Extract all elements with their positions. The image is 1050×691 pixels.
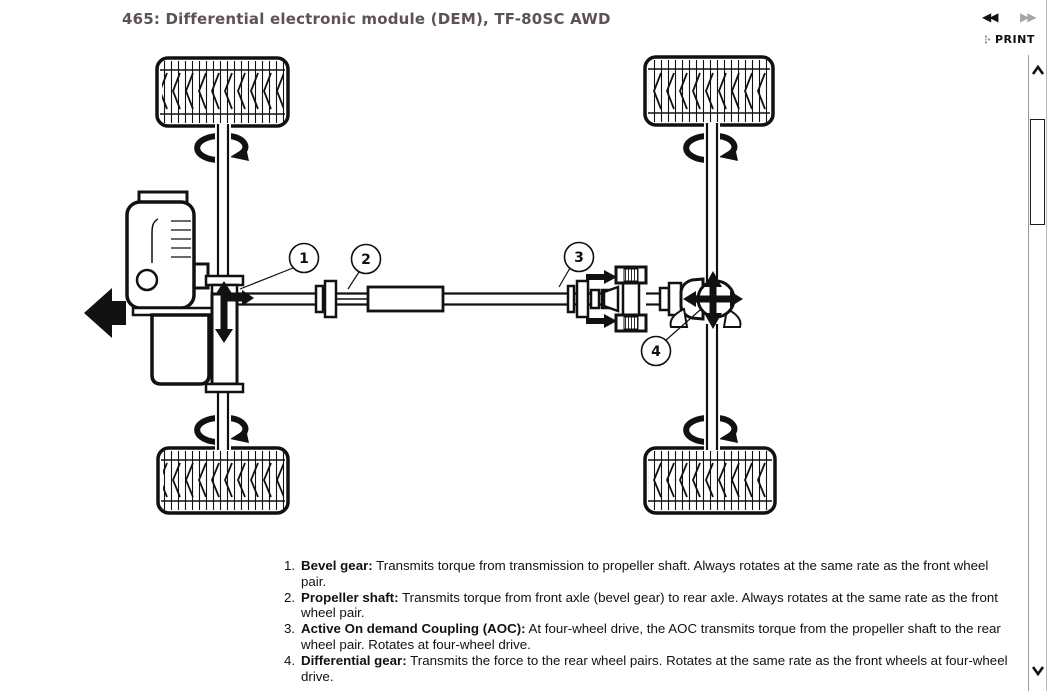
print-label: PRINT (995, 33, 1035, 46)
universal-joint-front (314, 279, 338, 319)
double-left-arrow-icon: ◀◀ (982, 10, 999, 24)
legend-item-label: Active On demand Coupling (AOC): (301, 621, 526, 637)
rear-differential (658, 277, 742, 328)
scrollbar-thumb[interactable] (1030, 119, 1045, 225)
chevron-up-icon (1031, 64, 1045, 75)
scrollbar-left-border (1028, 55, 1029, 691)
legend-item-number: 2. (284, 589, 296, 605)
engine-transmission (125, 190, 217, 386)
svg-text:3: 3 (574, 250, 584, 266)
aoc-coupling (602, 265, 648, 333)
direction-of-travel-arrow (84, 288, 126, 338)
drivetrain-diagram: 1 2 3 4 (84, 55, 777, 515)
legend-item-label: Propeller shaft: (301, 589, 399, 605)
double-right-arrow-icon: ▶▶ (1020, 10, 1037, 24)
shaft-center-tube (366, 285, 445, 313)
rear-axle (704, 123, 720, 450)
svg-text:2: 2 (361, 252, 371, 268)
legend: 1. Bevel gear: Transmits torque from tran… (284, 558, 1014, 684)
chevron-down-icon (1031, 666, 1045, 677)
nav-forward-button[interactable]: ▶▶ (1020, 10, 1037, 24)
front-axle (215, 124, 231, 450)
legend-item-text: At four-wheel drive, the AOC transmits t… (301, 621, 1001, 652)
legend-item: 1. Bevel gear: Transmits torque from tran… (284, 558, 1014, 590)
svg-text:4: 4 (651, 344, 661, 360)
page-title: 465: Differential electronic module (DEM… (122, 10, 611, 28)
legend-item: 4. Differential gear: Transmits the force… (284, 653, 1014, 685)
front-wheel-top (155, 56, 290, 128)
callout-2: 2 (347, 243, 382, 290)
aoc-torque-arrows (586, 270, 617, 328)
svg-text:1: 1 (299, 251, 309, 267)
legend-item-text: Transmits torque from transmission to pr… (301, 558, 989, 589)
print-icon (984, 35, 991, 44)
callout-1: 1 (239, 242, 320, 290)
legend-item-label: Differential gear: (301, 652, 407, 668)
nav-back-button[interactable]: ◀◀ (982, 10, 999, 24)
legend-item-text: Transmits the force to the rear wheel pa… (301, 652, 1008, 684)
print-button[interactable]: PRINT (984, 33, 1035, 46)
legend-item: 3. Active On demand Coupling (AOC): At fo… (284, 621, 1014, 653)
callout-4: 4 (640, 309, 701, 367)
scroll-up-button[interactable] (1031, 63, 1045, 82)
legend-item: 2. Propeller shaft: Transmits torque from… (284, 590, 1014, 622)
legend-item-number: 1. (284, 558, 296, 573)
legend-list: 1. Bevel gear: Transmits torque from tran… (284, 558, 1014, 684)
rear-wheel-top (643, 55, 775, 127)
legend-item-number: 4. (284, 652, 296, 668)
callout-3: 3 (558, 241, 595, 288)
scrollbar[interactable] (1029, 55, 1046, 691)
legend-item-text: Transmits torque from front axle (bevel … (301, 589, 998, 621)
front-wheel-bottom (156, 446, 290, 515)
rear-wheel-bottom (643, 446, 777, 515)
differential-torque-arrows (683, 271, 743, 329)
bevel-torque-arrows (215, 281, 254, 343)
window-right-border (1046, 0, 1047, 691)
scroll-down-button[interactable] (1031, 662, 1045, 681)
legend-item-label: Bevel gear: (301, 558, 373, 573)
legend-item-number: 3. (284, 621, 296, 637)
